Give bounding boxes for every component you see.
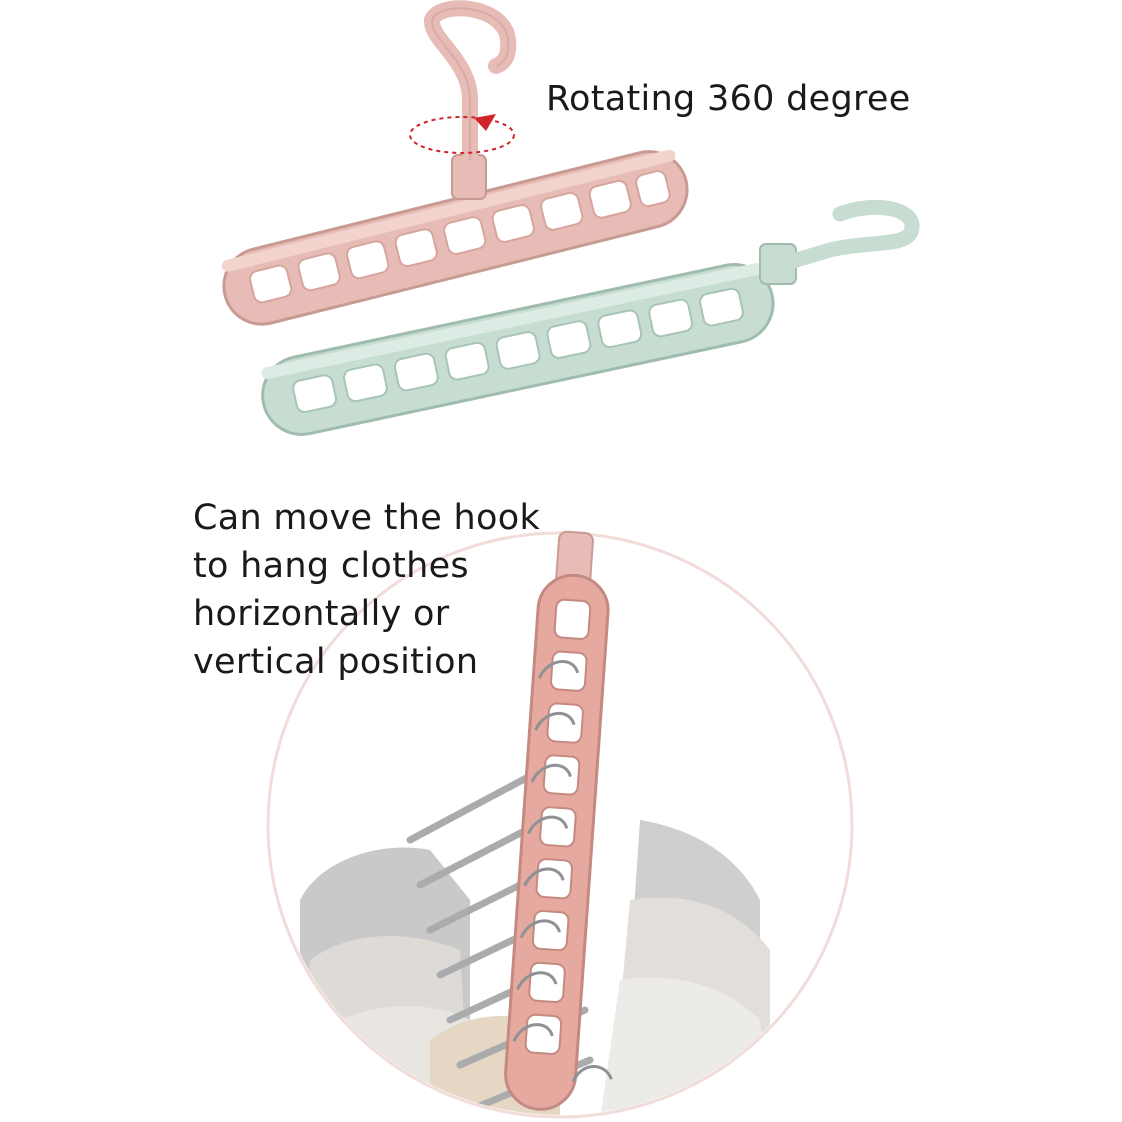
green-hook: [782, 199, 920, 270]
vertical-hanging-scene: [266, 530, 854, 1119]
green-hanger-horizontal: [261, 199, 920, 436]
caption-move-hook: Can move the hook to hang clothes horizo…: [193, 494, 540, 686]
pink-hanger-horizontal: [221, 0, 689, 326]
caption-line: vertical position: [193, 642, 479, 682]
caption-line: to hang clothes: [193, 546, 469, 586]
metal-hooks: [512, 660, 613, 1083]
pink-hanger-vertical: [504, 530, 613, 1111]
caption-line: horizontally or: [193, 594, 450, 634]
caption-line: Can move the hook: [193, 498, 541, 538]
clothes: [300, 820, 770, 1115]
caption-rotating: Rotating 360 degree: [546, 79, 911, 119]
rotation-arrow-icon: [409, 114, 515, 154]
